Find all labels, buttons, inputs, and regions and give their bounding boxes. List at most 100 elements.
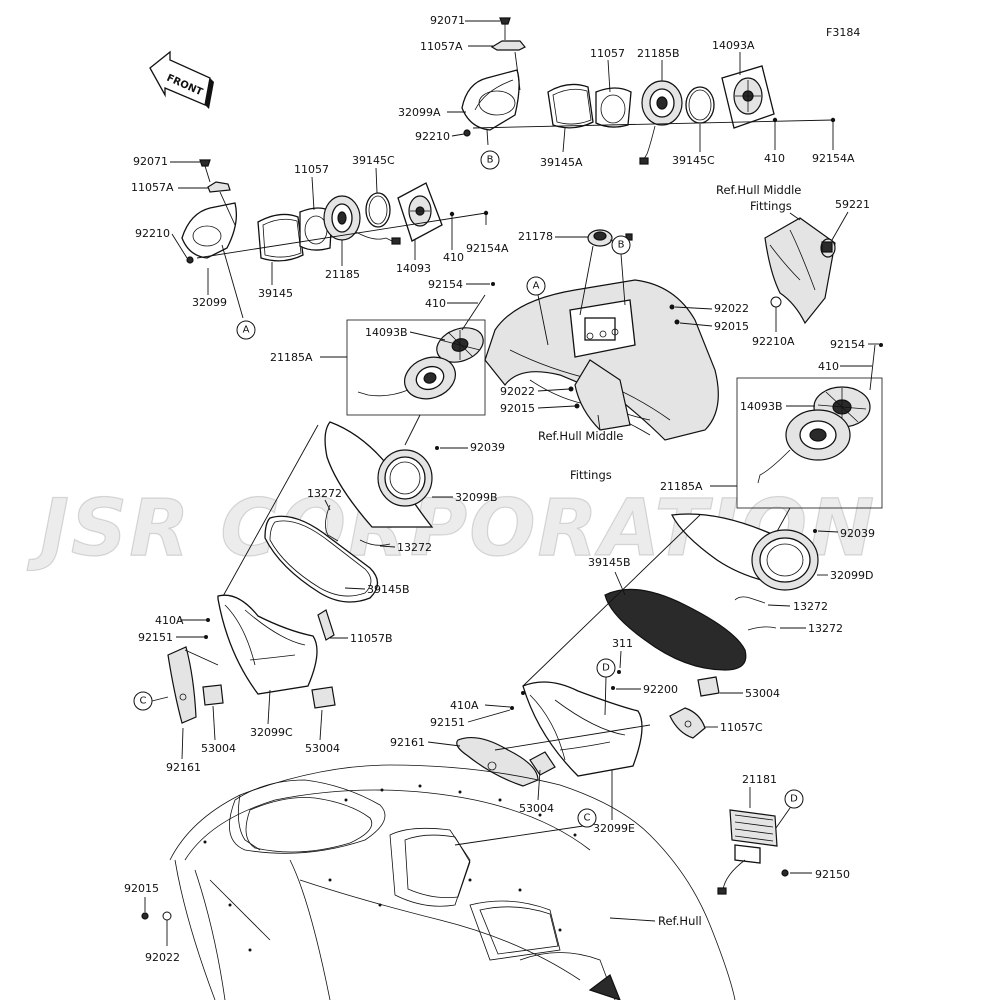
left-speaker-assembly xyxy=(181,159,489,264)
svg-text:C: C xyxy=(140,696,147,707)
amplifier-module xyxy=(717,787,789,895)
label-21185B: 21185B xyxy=(637,47,680,60)
label-21181: 21181 xyxy=(742,773,777,786)
label-32099: 32099 xyxy=(192,296,227,309)
ref-hull-label: Ref.Hull xyxy=(658,914,702,928)
label-92154A-left: 92154A xyxy=(466,242,509,255)
label-92039-right: 92039 xyxy=(840,527,875,540)
label-92015-center2: 92015 xyxy=(500,402,535,415)
callout-A-center: A xyxy=(526,276,549,346)
label-92151-right: 92151 xyxy=(430,716,465,729)
svg-text:B: B xyxy=(618,240,625,251)
label-39145B-left: 39145B xyxy=(367,583,410,596)
label-39145B-right: 39145B xyxy=(588,556,631,569)
ref-hull-middle-top-1: Ref.Hull Middle xyxy=(716,183,801,197)
front-arrow-icon: FRONT xyxy=(149,50,214,109)
label-32099B: 32099B xyxy=(455,491,498,504)
label-92151-left: 92151 xyxy=(138,631,173,644)
label-92154-left: 92154 xyxy=(428,278,463,291)
svg-text:A: A xyxy=(533,281,540,292)
label-13272-right2: 13272 xyxy=(808,622,843,635)
label-410-mid: 410 xyxy=(425,297,446,310)
callout-D-center: D xyxy=(596,658,616,716)
label-11057-left: 11057 xyxy=(294,163,329,176)
right-boxed-speaker xyxy=(736,343,883,509)
label-39145: 39145 xyxy=(258,287,293,300)
callout-A-left: A xyxy=(221,244,256,340)
label-92015-center1: 92015 xyxy=(714,320,749,333)
callout-D-right: D xyxy=(775,789,804,829)
label-32099D: 32099D xyxy=(830,569,873,582)
label-14093B-right: 14093B xyxy=(740,400,783,413)
label-92161-right: 92161 xyxy=(390,736,425,749)
label-32099A: 32099A xyxy=(398,106,441,119)
label-14093: 14093 xyxy=(396,262,431,275)
callout-B-top: B xyxy=(480,129,500,170)
label-92022-bottom: 92022 xyxy=(145,951,180,964)
callout-C-bottom: C xyxy=(577,808,597,828)
label-92071-top: 92071 xyxy=(430,14,465,27)
svg-text:D: D xyxy=(790,794,798,805)
label-92210-left: 92210 xyxy=(135,227,170,240)
label-14093A: 14093A xyxy=(712,39,755,52)
label-14093B-left: 14093B xyxy=(365,326,408,339)
label-11057B: 11057B xyxy=(350,632,393,645)
top-speaker-assembly xyxy=(461,17,836,165)
left-lower-cover xyxy=(167,594,336,724)
label-92150: 92150 xyxy=(815,868,850,881)
right-lower-cover xyxy=(456,670,720,787)
label-39145C-top: 39145C xyxy=(672,154,715,167)
ref-hull-middle-center-2: Fittings xyxy=(570,468,612,482)
label-59221: 59221 xyxy=(835,198,870,211)
label-410A-right: 410A xyxy=(450,699,479,712)
svg-text:D: D xyxy=(602,663,610,674)
label-410-left: 410 xyxy=(443,251,464,264)
label-21178: 21178 xyxy=(518,230,553,243)
label-53004-left1: 53004 xyxy=(201,742,236,755)
label-410-right: 410 xyxy=(818,360,839,373)
ref-hull-middle-top-2: Fittings xyxy=(750,199,792,213)
label-92015-bottom: 92015 xyxy=(124,882,159,895)
label-53004-right2: 53004 xyxy=(519,802,554,815)
label-92200: 92200 xyxy=(643,683,678,696)
label-11057C: 11057C xyxy=(720,721,763,734)
label-53004-right1: 53004 xyxy=(745,687,780,700)
label-21185A-left: 21185A xyxy=(270,351,313,364)
right-panel-covers xyxy=(604,513,819,671)
label-21185A-right: 21185A xyxy=(660,480,703,493)
hull-middle-fittings-right xyxy=(764,217,836,332)
svg-text:B: B xyxy=(487,155,494,166)
label-92161-left: 92161 xyxy=(166,761,201,774)
label-410-top: 410 xyxy=(764,152,785,165)
label-53004-left2: 53004 xyxy=(305,742,340,755)
svg-text:A: A xyxy=(243,325,250,336)
label-21185: 21185 xyxy=(325,268,360,281)
ref-hull-middle-center-1: Ref.Hull Middle xyxy=(538,429,623,443)
label-39145C-left: 39145C xyxy=(352,154,395,167)
label-13272-left1: 13272 xyxy=(307,487,342,500)
svg-text:C: C xyxy=(584,813,591,824)
label-92022-center1: 92022 xyxy=(714,302,749,315)
label-92022-center2: 92022 xyxy=(500,385,535,398)
label-32099C: 32099C xyxy=(250,726,293,739)
label-92071-left: 92071 xyxy=(133,155,168,168)
left-boxed-speaker xyxy=(346,294,486,416)
label-11057-top: 11057 xyxy=(590,47,625,60)
label-92039-left: 92039 xyxy=(470,441,505,454)
label-311: 311 xyxy=(612,637,633,650)
label-11057A-left: 11057A xyxy=(131,181,174,194)
callout-B-center: B xyxy=(611,235,631,306)
label-39145A: 39145A xyxy=(540,156,583,169)
left-panel-covers xyxy=(264,421,439,603)
callout-C-left: C xyxy=(133,691,169,711)
diagram-id: F3184 xyxy=(826,26,860,39)
label-92154-right: 92154 xyxy=(830,338,865,351)
label-92154A-top: 92154A xyxy=(812,152,855,165)
label-410A-left: 410A xyxy=(155,614,184,627)
label-92210A: 92210A xyxy=(752,335,795,348)
label-13272-left2: 13272 xyxy=(397,541,432,554)
label-92210-top: 92210 xyxy=(415,130,450,143)
label-13272-right1: 13272 xyxy=(793,600,828,613)
